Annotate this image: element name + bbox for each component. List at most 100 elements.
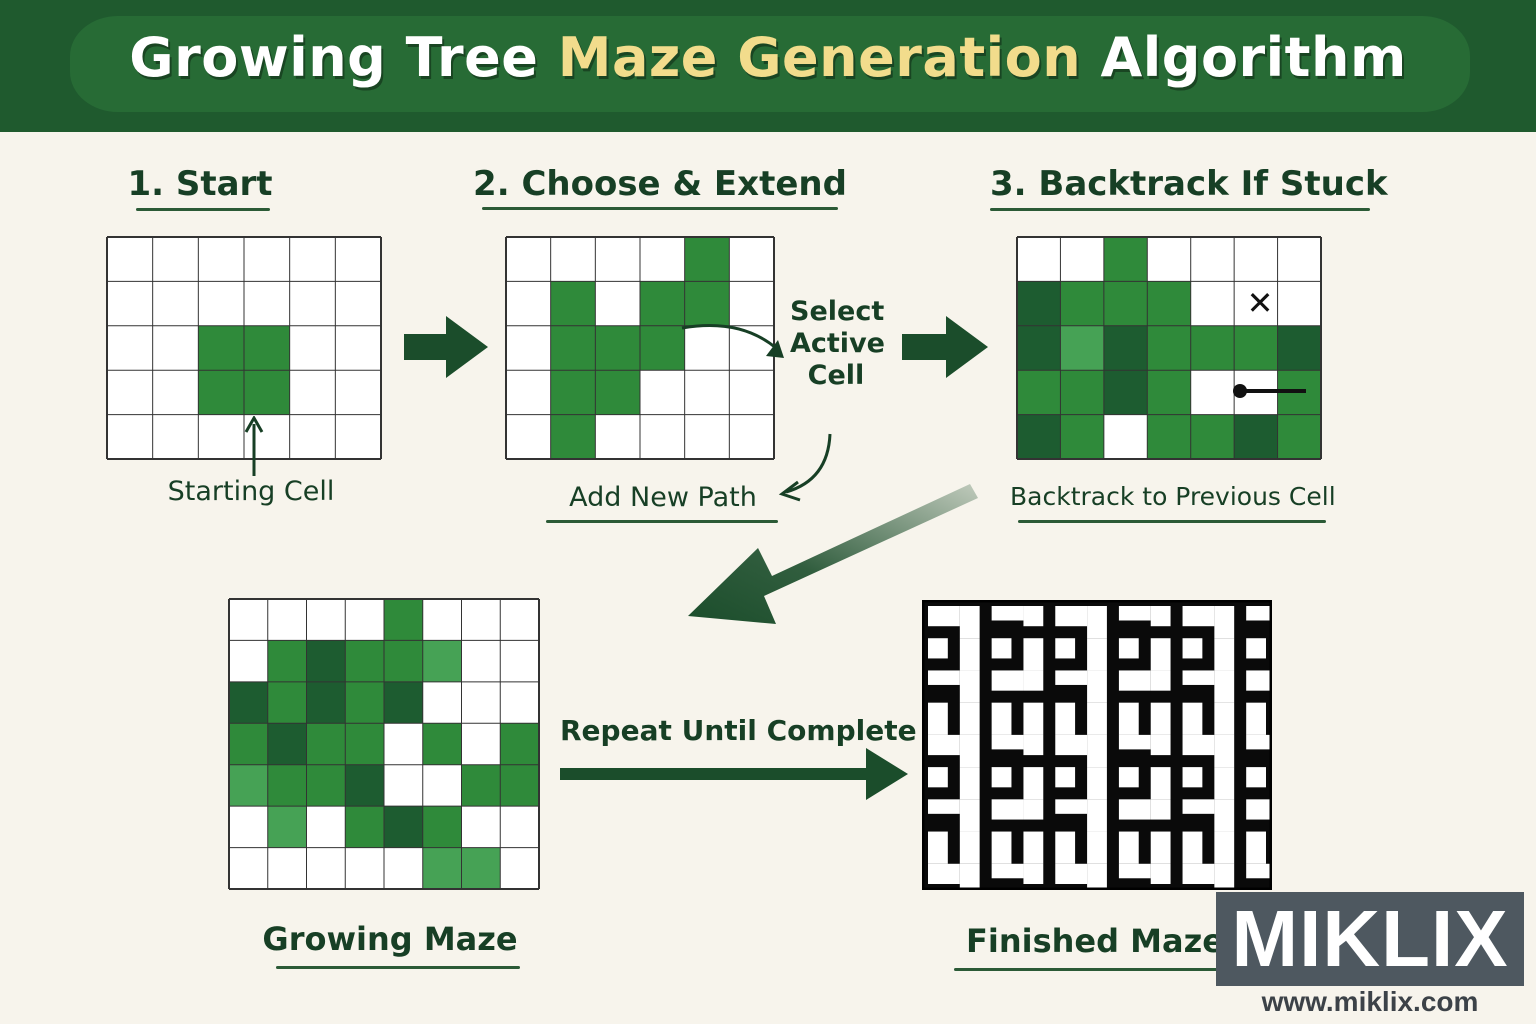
step-1-title: 1. Start xyxy=(127,164,273,204)
backtrack-grid-filled-cell xyxy=(1234,325,1278,371)
finished-maze-underline xyxy=(954,968,1222,971)
backtrack-grid xyxy=(1016,236,1322,460)
extend-grid-filled-cell xyxy=(550,370,596,415)
extend-grid-filled-cell xyxy=(684,281,730,326)
growing-maze-grid-filled-cell xyxy=(345,764,384,807)
select-active-cell-line-1: Select xyxy=(790,296,885,327)
backtrack-grid-filled-cell xyxy=(1234,414,1278,459)
step-3-caption-underline xyxy=(1018,520,1326,523)
backtrack-grid-filled-cell xyxy=(1060,414,1104,459)
growing-maze-grid-filled-cell xyxy=(267,640,307,682)
growing-maze-grid-svg xyxy=(228,598,540,890)
growing-maze-grid-filled-cell xyxy=(461,764,501,807)
growing-maze-grid-filled-cell xyxy=(267,723,307,765)
start-grid-filled-cell xyxy=(198,370,244,415)
extend-grid-filled-cell xyxy=(640,281,685,326)
backtrack-grid-filled-cell xyxy=(1190,325,1235,371)
banner-brush-band xyxy=(70,16,1470,112)
growing-maze-grid-filled-cell xyxy=(345,681,384,724)
growing-maze-grid-filled-cell xyxy=(345,806,384,848)
backtrack-grid-filled-cell xyxy=(1190,414,1235,459)
growing-maze-grid-filled-cell xyxy=(345,723,384,765)
repeat-arrow xyxy=(560,748,908,800)
extend-grid-filled-cell xyxy=(550,414,596,459)
backtrack-grid-filled-cell xyxy=(1060,370,1104,415)
title-part-3: Algorithm xyxy=(1081,26,1407,89)
growing-maze-grid-filled-cell xyxy=(384,599,423,641)
backtrack-grid-filled-cell xyxy=(1147,414,1191,459)
backtrack-grid-filled-cell xyxy=(1060,281,1104,326)
step-3-title: 3. Backtrack If Stuck xyxy=(990,164,1388,204)
step-2-caption: Add New Path xyxy=(569,482,757,513)
add-path-pointer-arrow xyxy=(778,433,832,502)
miklix-url: www.miklix.com xyxy=(1261,986,1479,1017)
backtrack-grid-filled-cell xyxy=(1103,237,1148,282)
stuck-cross-mark: ✕ xyxy=(1246,284,1274,322)
title-banner xyxy=(0,0,1536,132)
select-active-cell-line-2: Active xyxy=(790,328,885,359)
backtrack-grid-filled-cell xyxy=(1017,325,1061,371)
growing-maze-grid-filled-cell xyxy=(306,764,346,807)
growing-maze-grid-filled-cell xyxy=(267,806,307,848)
backtrack-grid-filled-cell xyxy=(1147,370,1191,415)
backtrack-grid-filled-cell xyxy=(1060,325,1104,371)
growing-maze-grid-filled-cell xyxy=(500,723,539,765)
arrow-step2-to-step3 xyxy=(902,316,988,378)
growing-maze-grid xyxy=(228,598,540,890)
growing-maze-grid-filled-cell xyxy=(306,723,346,765)
title-part-1: Growing Tree xyxy=(129,26,558,89)
start-grid xyxy=(106,236,382,460)
finished-maze xyxy=(922,600,1272,890)
extend-grid-filled-cell xyxy=(595,370,640,415)
step-1-underline xyxy=(136,208,270,211)
growing-maze-underline xyxy=(276,966,520,969)
start-grid-filled-cell xyxy=(244,370,290,415)
growing-maze-grid-filled-cell xyxy=(267,681,307,724)
miklix-logo: MIKLIX xyxy=(1216,892,1524,986)
backtrack-grid-filled-cell xyxy=(1147,281,1191,326)
growing-maze-grid-filled-cell xyxy=(267,764,307,807)
start-grid-filled-cell xyxy=(244,325,290,371)
active-cell-pointer-arrow xyxy=(681,324,784,358)
growing-maze-grid-filled-cell xyxy=(306,681,346,724)
select-active-cell-note: Select Active Cell xyxy=(790,296,885,392)
finished-maze-svg xyxy=(922,600,1272,890)
growing-maze-grid-filled-cell xyxy=(384,640,423,682)
growing-maze-grid-filled-cell xyxy=(229,681,268,724)
continue-diagonal-arrow xyxy=(688,484,978,624)
growing-maze-grid-filled-cell xyxy=(306,640,346,682)
page-title: Growing Tree Maze Generation Algorithm xyxy=(0,26,1536,89)
growing-maze-grid-filled-cell xyxy=(422,640,462,682)
growing-maze-grid-filled-cell xyxy=(345,640,384,682)
backtrack-grid-filled-cell xyxy=(1017,414,1061,459)
step-2-underline xyxy=(482,207,838,210)
growing-maze-grid-filled-cell xyxy=(422,806,462,848)
step-2-caption-underline xyxy=(546,520,778,523)
backtrack-pointer xyxy=(1233,384,1306,398)
extend-grid-filled-cell xyxy=(684,237,730,282)
step-2-title: 2. Choose & Extend xyxy=(473,164,847,204)
extend-grid-filled-cell xyxy=(595,325,640,371)
step-3-underline xyxy=(990,208,1370,211)
backtrack-grid-svg xyxy=(1016,236,1322,460)
backtrack-grid-filled-cell xyxy=(1147,325,1191,371)
backtrack-grid-filled-cell xyxy=(1103,325,1148,371)
finished-maze-caption: Finished Maze xyxy=(966,922,1224,960)
start-grid-svg xyxy=(106,236,382,460)
growing-maze-grid-filled-cell xyxy=(229,764,268,807)
growing-maze-grid-filled-cell xyxy=(384,681,423,724)
extend-grid-filled-cell xyxy=(640,325,685,371)
growing-maze-grid-filled-cell xyxy=(422,847,462,889)
title-highlight: Maze Generation xyxy=(557,26,1082,89)
growing-maze-grid-filled-cell xyxy=(422,723,462,765)
extend-grid-filled-cell xyxy=(550,325,596,371)
backtrack-grid-filled-cell xyxy=(1103,281,1148,326)
starting-cell-pointer-arrow xyxy=(244,416,264,476)
arrow-step1-to-step2 xyxy=(404,316,488,378)
growing-maze-grid-filled-cell xyxy=(229,723,268,765)
growing-maze-grid-filled-cell xyxy=(384,806,423,848)
backtrack-grid-filled-cell xyxy=(1017,370,1061,415)
growing-maze-caption: Growing Maze xyxy=(262,920,518,958)
backtrack-grid-filled-cell xyxy=(1017,281,1061,326)
backtrack-grid-filled-cell xyxy=(1277,325,1321,371)
